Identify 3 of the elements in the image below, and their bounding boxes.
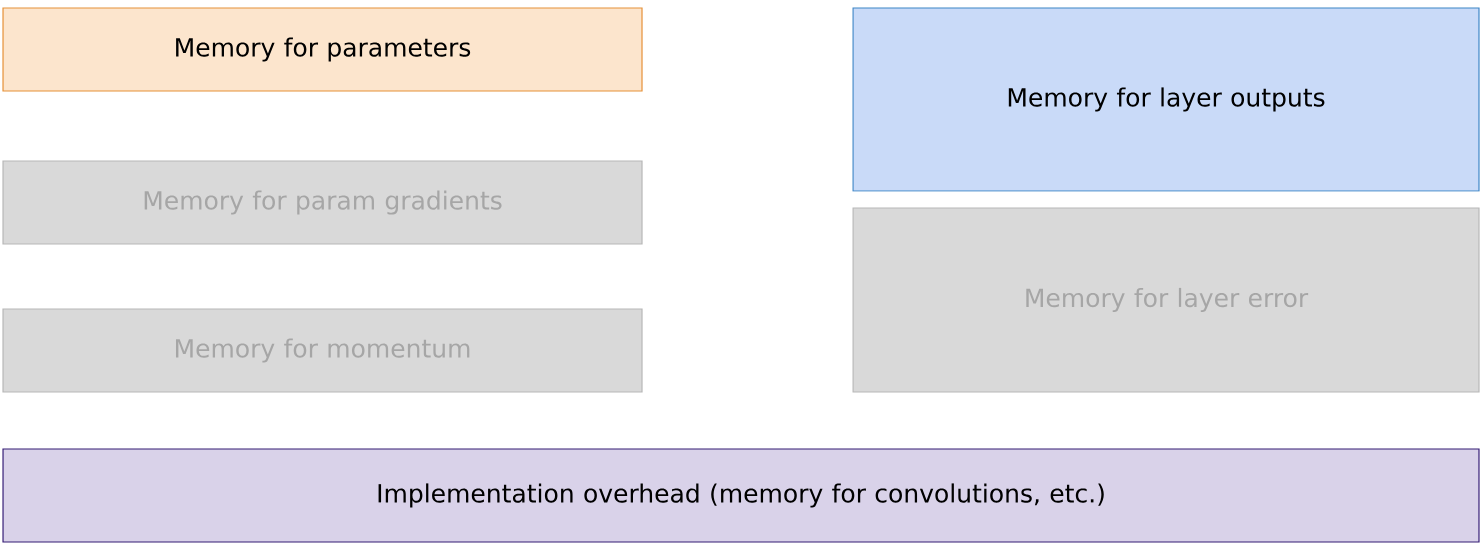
memory-box: Implementation overhead (memory for convolutions, etc.) [2, 448, 1480, 543]
memory-box: Memory for layer outputs [852, 7, 1480, 192]
memory-box: Memory for parameters [2, 7, 643, 92]
